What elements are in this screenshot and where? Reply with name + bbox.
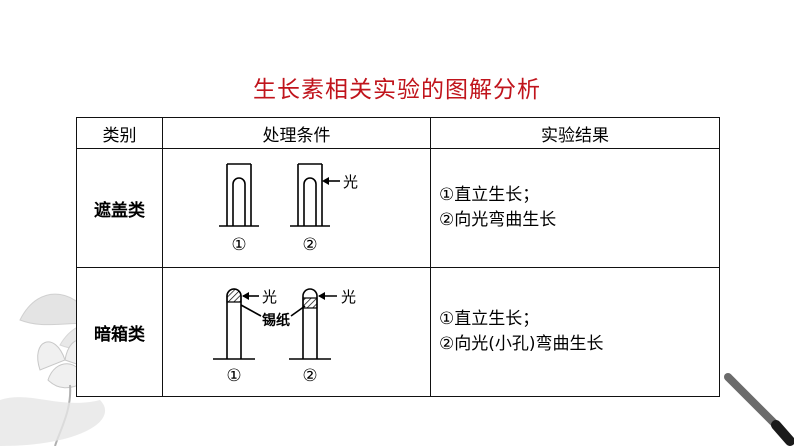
condition-cell: 光 ① ②	[162, 148, 431, 268]
result-line-2: ②向光弯曲生长	[439, 210, 557, 230]
condition-cell: 光 光 锡纸 ① ②	[162, 267, 431, 397]
result-line-1: ①直立生长；	[439, 185, 540, 205]
result-cell: ①直立生长； ②向光(小孔)弯曲生长	[430, 267, 720, 397]
header-category: 类别	[76, 117, 163, 149]
marker-2: ②	[302, 235, 317, 255]
marker-2: ②	[302, 366, 317, 386]
light-label-2: 光	[341, 288, 356, 306]
light-label-1: 光	[262, 288, 277, 306]
header-condition: 处理条件	[162, 117, 431, 149]
page-title: 生长素相关实验的图解分析	[253, 77, 541, 103]
marker-1: ①	[226, 366, 241, 386]
table-header-row: 类别 处理条件 实验结果	[76, 117, 720, 149]
table-row: 遮盖类	[76, 148, 720, 268]
foil-label: 锡纸	[262, 312, 290, 329]
table-row: 暗箱类	[76, 267, 720, 397]
result-cell: ①直立生长； ②向光弯曲生长	[430, 148, 720, 268]
light-label: 光	[343, 173, 358, 191]
cover-experiment-diagram: 光 ① ②	[218, 163, 358, 255]
category-cell: 暗箱类	[76, 267, 163, 397]
dark-box-experiment-diagram: 光 光 锡纸 ① ②	[212, 288, 356, 386]
marker-1: ①	[231, 235, 246, 255]
experiment-table: 类别 处理条件 实验结果 遮盖类	[76, 117, 720, 397]
header-result: 实验结果	[430, 117, 720, 149]
result-line-1: ①直立生长；	[439, 309, 540, 329]
result-line-2: ②向光(小孔)弯曲生长	[439, 334, 604, 354]
category-cell: 遮盖类	[76, 148, 163, 268]
ink-brush-decoration	[724, 373, 794, 446]
